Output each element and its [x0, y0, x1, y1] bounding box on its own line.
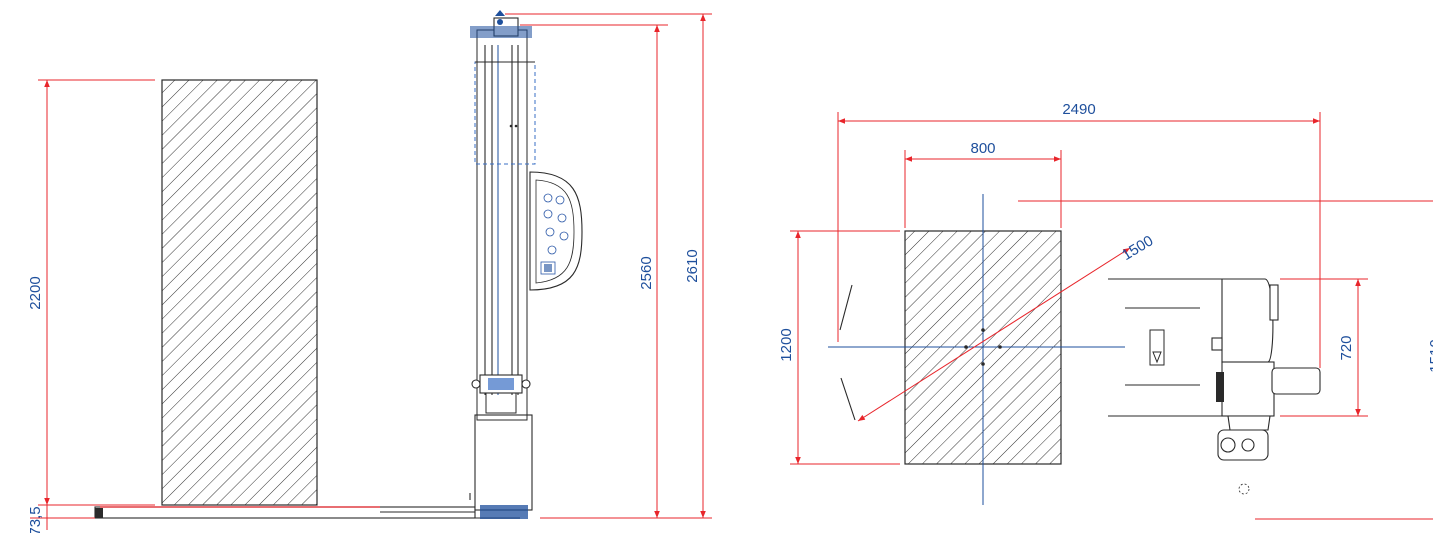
dim-label-2200: 2200 — [27, 276, 44, 309]
machine-top-outline — [1108, 278, 1321, 495]
dimension-platform-height: 73,5 — [27, 505, 95, 533]
dim-label-cut: 1510 — [1427, 339, 1433, 372]
turntable-platform-side — [94, 506, 520, 519]
dimension-cut-right: 1510 — [1018, 200, 1433, 520]
pallet-load-side — [161, 79, 318, 506]
side-view: 2200 73,5 2560 2610 — [27, 10, 712, 533]
control-panel — [529, 171, 583, 291]
dim-label-1500: 1500 — [1119, 232, 1156, 264]
dim-label-2610: 2610 — [684, 249, 701, 282]
dimension-overall-width: 2490 — [837, 101, 1321, 368]
dimension-total-height: 2610 — [505, 13, 712, 518]
dimension-pallet-width: 800 — [904, 140, 1062, 228]
dim-label-2560: 2560 — [638, 256, 655, 289]
dim-label-2490: 2490 — [1062, 101, 1095, 118]
dimension-mast-height: 2560 — [520, 24, 712, 519]
dimension-pallet-length: 1200 — [778, 230, 900, 465]
dim-label-800: 800 — [970, 140, 995, 157]
mast-column — [469, 10, 536, 519]
dim-label-720: 720 — [1338, 335, 1355, 360]
dim-label-1200: 1200 — [778, 328, 795, 361]
dimension-pallet-height: 2200 — [27, 79, 155, 506]
dim-label-73-5: 73,5 — [27, 506, 44, 533]
top-view: 2490 800 1200 1500 720 — [778, 101, 1433, 520]
dimension-machine-depth: 720 — [1280, 278, 1368, 417]
